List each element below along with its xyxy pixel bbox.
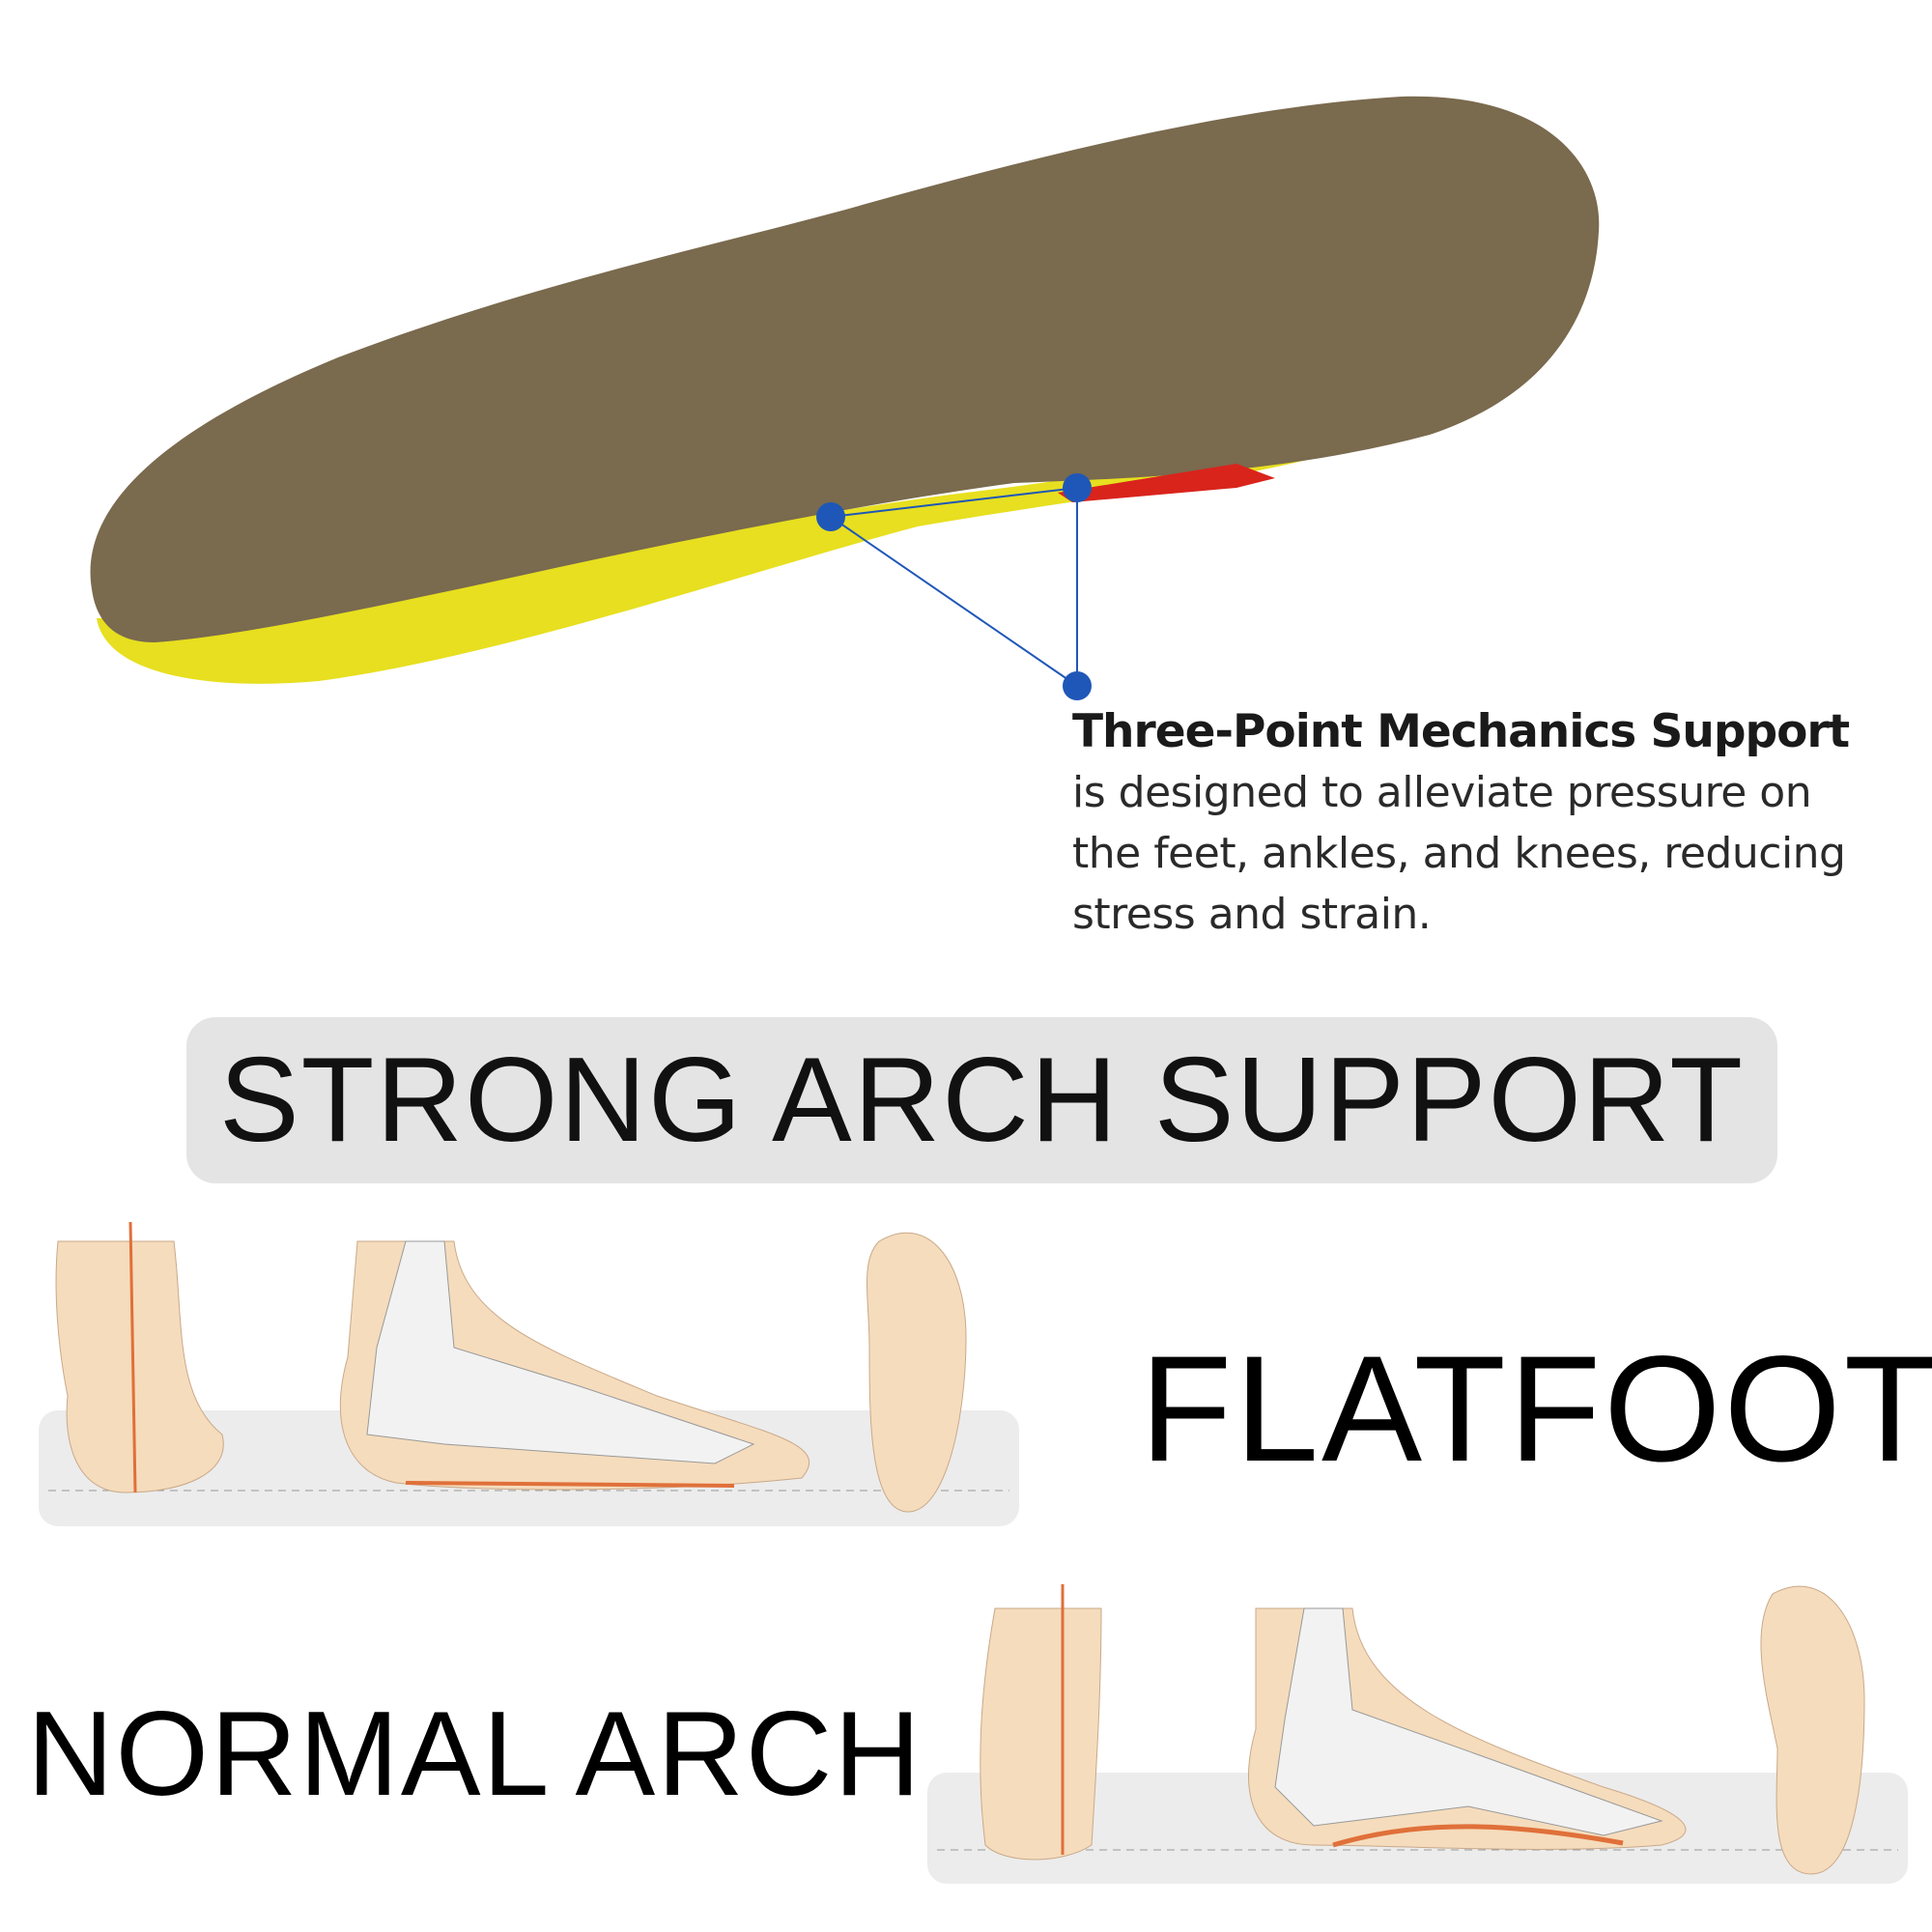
footprint-flat <box>867 1232 967 1513</box>
callout-line: stress and strain. <box>1072 890 1432 939</box>
normal-arch-illustration <box>927 1584 1908 1884</box>
footprint-normal <box>1760 1585 1865 1875</box>
arch-red-insert <box>1058 464 1275 502</box>
insole-top <box>90 96 1600 643</box>
flatfoot-label: FLATFOOT <box>1140 1325 1932 1493</box>
normal-arch-label: NORMAL ARCH <box>27 1688 923 1821</box>
point-marker <box>816 502 845 531</box>
three-point-markers <box>816 473 1092 700</box>
strong-arch-banner: STRONG ARCH SUPPORT <box>186 1017 1777 1183</box>
heel-rear-view <box>55 1240 224 1493</box>
point-marker <box>1063 671 1092 700</box>
point-marker <box>1063 473 1092 502</box>
flatfoot-illustration <box>39 1221 1019 1526</box>
callout-title: Three-Point Mechanics Support <box>1072 705 1850 758</box>
banner-label: STRONG ARCH SUPPORT <box>218 1034 1746 1167</box>
heel-rear-view <box>980 1607 1102 1861</box>
insole-image <box>90 96 1600 700</box>
callout-line: is designed to alleviate pressure on <box>1072 768 1812 817</box>
callout-line: the feet, ankles, and knees, reducing <box>1072 829 1846 878</box>
